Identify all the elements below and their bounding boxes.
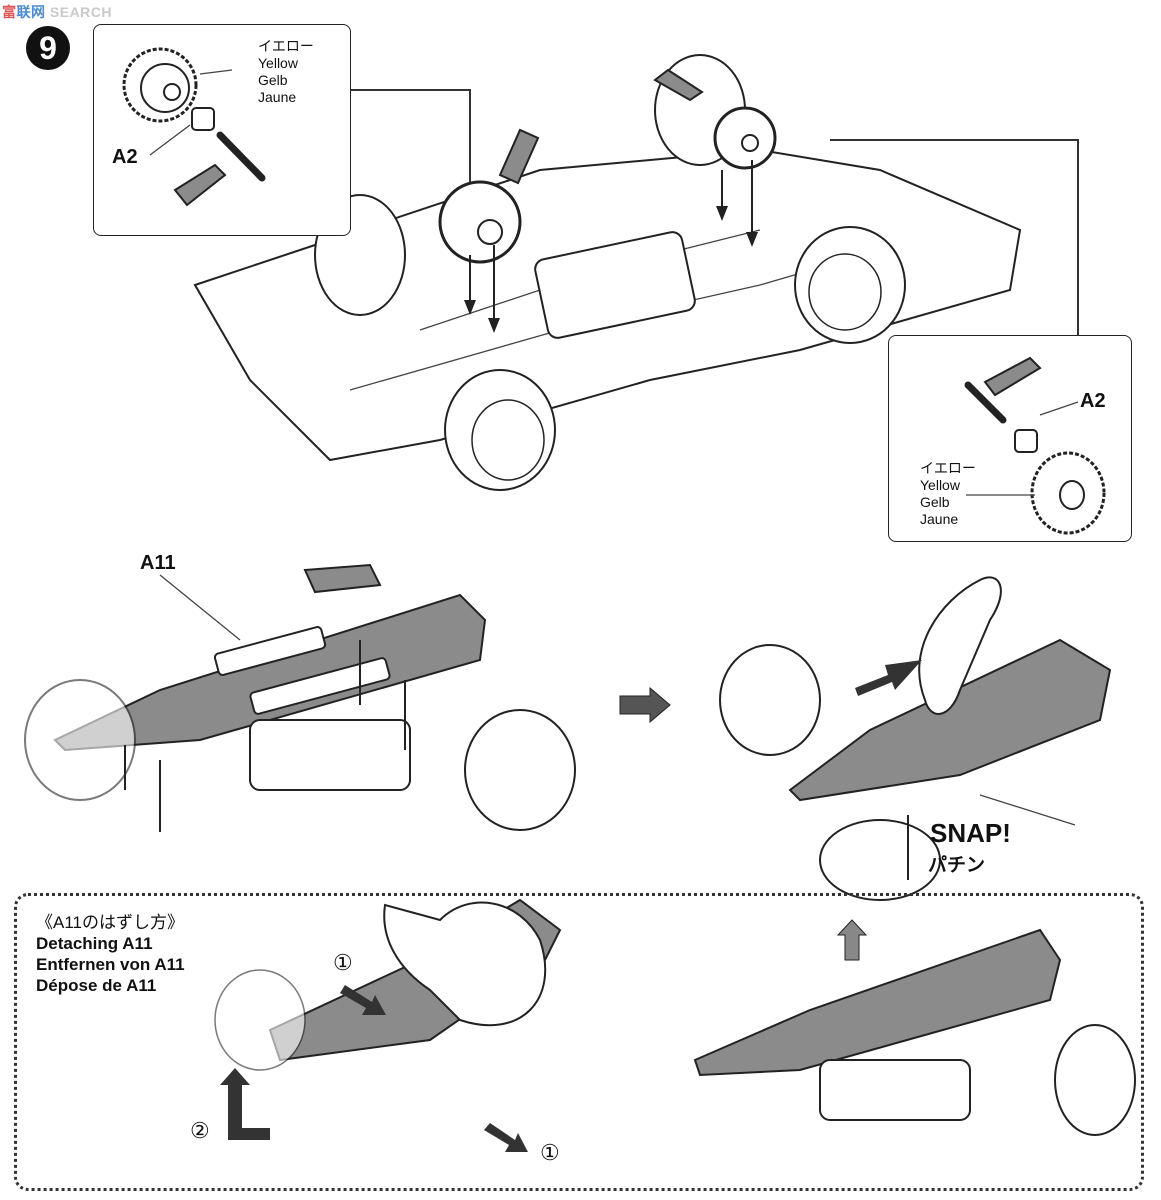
wheel-mid-right: [464, 709, 576, 831]
snap-label: SNAP!: [930, 818, 1011, 848]
wheel-front-left-rim: [471, 399, 545, 481]
watermark-part2: 联网: [16, 4, 46, 20]
part-label-a2-left: A2: [112, 146, 138, 168]
insert-arrow-1-head: [464, 300, 476, 315]
color-fr: Jaune: [258, 89, 297, 105]
color-fr-right: Jaune: [920, 511, 959, 527]
color-label-left: イエロー Yellow Gelb Jaune: [258, 38, 314, 106]
watermark-part1: 富: [2, 4, 17, 20]
a2-right-leader-detail: [1039, 401, 1079, 416]
color-label-right: イエロー Yellow Gelb Jaune: [920, 460, 976, 528]
color-en-right: Yellow: [920, 477, 960, 493]
wheel-mid-left: [24, 679, 136, 801]
squeeze-arrow-top: [340, 985, 386, 1015]
color-en: Yellow: [258, 55, 298, 71]
chassis-top: [193, 54, 1022, 491]
gear-installed-left-hub: [477, 219, 503, 245]
finger-press: [918, 576, 1002, 715]
pin-detail: [216, 131, 266, 182]
yellow-leader-detail: [199, 69, 233, 75]
a11-snap-scene: [719, 576, 1112, 901]
slide-arrow: [855, 660, 922, 696]
squeeze-arrow-bottom: [484, 1123, 528, 1152]
tube-detail: [173, 163, 227, 207]
next-step-arrow: [619, 686, 671, 724]
gear-inner-detail: [140, 63, 190, 113]
detach-fr: Dépose de A11: [36, 976, 157, 995]
wheel-detach-right: [1054, 1024, 1136, 1136]
bearing-right-detail: [1014, 429, 1038, 453]
pin-right-detail: [964, 381, 1007, 424]
tube-right-detail: [983, 356, 1042, 397]
wheel-detach-left: [214, 969, 306, 1071]
marker-2: ②: [190, 1118, 210, 1143]
detach-right-scene: [693, 919, 1136, 1136]
motor: [534, 231, 696, 339]
a11-leader: [159, 574, 241, 641]
insert-arrow-4-head: [716, 206, 728, 221]
wheel-front-left: [444, 369, 556, 491]
part-label-a2-right: A2: [1080, 390, 1106, 412]
color-jp-right: イエロー: [920, 460, 976, 476]
leader-line-right: [830, 139, 1079, 335]
grease-tube-mid: [498, 128, 540, 185]
color-de-right: Gelb: [920, 494, 950, 510]
insert-arrow-3-head: [746, 232, 758, 247]
fingers-squeeze: [383, 901, 547, 1027]
detach-instructions: 《A11のはずし方》 Detaching A11 Entfernen von A…: [36, 912, 185, 996]
gear-installed-left: [438, 180, 522, 264]
insert-arrow-2-head: [488, 318, 500, 333]
motor-mid: [249, 719, 411, 791]
watermark: 富联网 SEARCH: [2, 2, 112, 22]
detach-left-scene: [214, 898, 562, 1152]
a11-slot-1: [213, 626, 327, 676]
a11-slot-2: [249, 657, 391, 715]
motor-detach: [819, 1059, 971, 1121]
color-jp: イエロー: [258, 38, 314, 54]
a11-install-scene: [24, 563, 671, 832]
gear-installed-right-hub: [741, 134, 759, 152]
a2-leader-detail: [149, 124, 191, 156]
detach-de: Entfernen von A11: [36, 955, 185, 974]
a11-cover-snap: [788, 638, 1112, 802]
detach-box: [14, 893, 1144, 1191]
wheel-front-right: [794, 226, 906, 344]
step-number: 9: [26, 26, 70, 70]
part-label-a11: A11: [140, 552, 176, 574]
up-arrow: [836, 919, 868, 961]
color-de: Gelb: [258, 72, 288, 88]
gear-right-hub-detail: [1059, 480, 1085, 510]
a11-tab: [303, 563, 382, 594]
gear-teeth-detail: [122, 47, 198, 123]
gear-hub-detail: [163, 83, 181, 101]
a11-detach-right: [693, 928, 1062, 1077]
grease-tube-top: [653, 68, 704, 102]
wheel-snap-front: [819, 819, 941, 901]
wheel-snap-left: [719, 644, 821, 756]
marker-1-bottom: ①: [540, 1140, 560, 1165]
wheel-front-right-rim: [808, 253, 882, 331]
bearing-detail: [191, 107, 215, 131]
snap-label-jp: パチン: [928, 855, 986, 876]
watermark-part3: SEARCH: [49, 4, 113, 20]
lift-arrow: [220, 1068, 270, 1140]
inset-panel-left: [93, 24, 351, 236]
snap-leader: [979, 794, 1076, 826]
leader-line-left: [348, 89, 471, 185]
detach-jp: 《A11のはずし方》: [36, 913, 184, 932]
marker-1-top: ①: [333, 950, 353, 975]
detach-en: Detaching A11: [36, 934, 153, 953]
